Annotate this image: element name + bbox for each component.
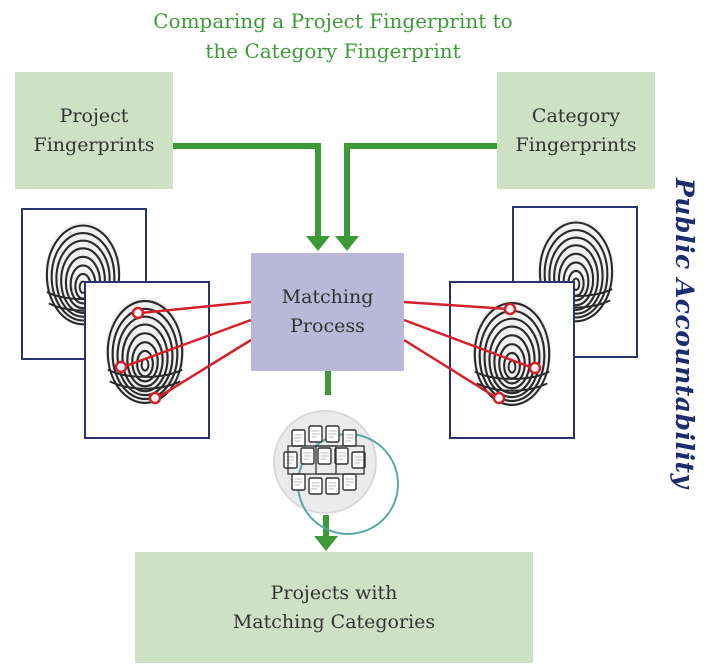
- matching-box-line-1: Matching: [281, 286, 374, 308]
- category-fingerprints-box: Category Fingerprints: [497, 72, 655, 189]
- title-line-1: Comparing a Project Fingerprint to: [153, 9, 513, 33]
- diagram-title: Comparing a Project Fingerprint to the C…: [0, 6, 666, 66]
- document-cluster-icon: [273, 410, 399, 535]
- right-connectors: [403, 300, 542, 405]
- project-box-line-1: Project: [59, 104, 129, 127]
- matching-process-box: Matching Process: [251, 253, 404, 371]
- category-box-line-1: Category: [531, 104, 621, 127]
- category-box-line-2: Fingerprints: [515, 133, 637, 156]
- category-to-matching-arrow: [344, 143, 497, 240]
- matching-categories-result-box: Projects with Matching Categories: [135, 552, 533, 663]
- left-connectors: [114, 300, 252, 405]
- flow-arrows: [173, 143, 497, 538]
- right-fingerprint-cards: [449, 206, 638, 439]
- matching-box-line-2: Process: [290, 315, 365, 337]
- project-box-line-2: Fingerprints: [33, 133, 155, 156]
- project-to-matching-arrow: [173, 143, 321, 240]
- public-accountability-label: Public Accountability: [670, 177, 699, 489]
- left-front-card: [84, 281, 210, 439]
- title-line-2: the Category Fingerprint: [205, 39, 461, 63]
- result-box-line-1: Projects with: [270, 581, 398, 604]
- result-box-line-2: Matching Categories: [232, 610, 436, 633]
- left-fingerprint-cards: [21, 208, 210, 439]
- project-fingerprints-box: Project Fingerprints: [15, 72, 173, 189]
